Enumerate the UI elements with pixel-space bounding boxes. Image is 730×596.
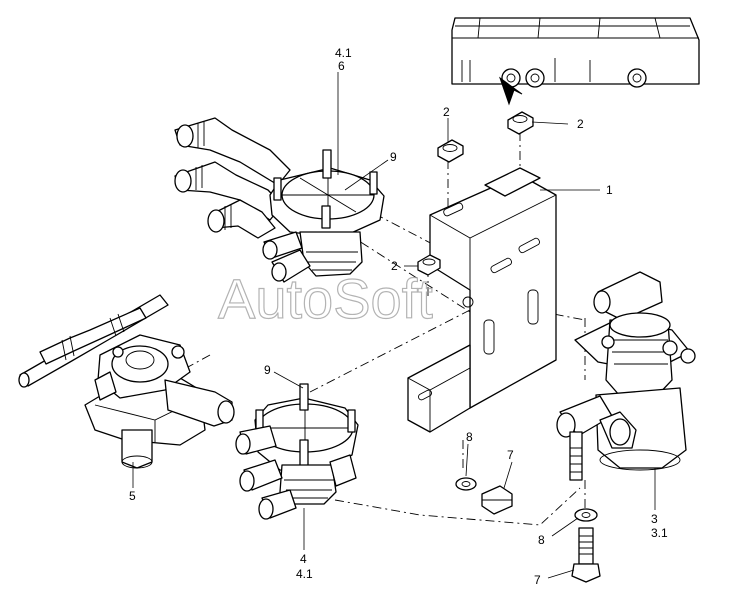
bracket-part-1 [407, 167, 557, 433]
nut-part-2-left [437, 139, 464, 163]
valve-part-5 [18, 294, 235, 469]
callout-label: 4 [300, 552, 307, 566]
callout-label: 7 [507, 448, 514, 462]
valve-assembly-top [174, 117, 385, 283]
bus-location-thumbnail [451, 17, 700, 106]
callout-label: 4.1 [296, 567, 313, 581]
nut-part-2-middle [417, 254, 441, 276]
callout-label: 3.1 [651, 526, 668, 540]
leader-lines [132, 72, 656, 579]
assembly-lines [99, 132, 586, 526]
callout-label: 4.1 [335, 46, 352, 60]
callout-label: 7 [534, 573, 541, 587]
bolt-part-7-right [571, 527, 601, 583]
valve-part-3 [556, 271, 696, 481]
callout-label: 5 [129, 489, 136, 503]
nut-part-2-right [507, 111, 534, 135]
callout-label: 1 [606, 183, 613, 197]
bolt-part-7-left [481, 485, 513, 515]
callout-label: 9 [390, 150, 397, 164]
callout-label: 2 [443, 105, 450, 119]
callout-label: 3 [651, 512, 658, 526]
washer-part-8-right [574, 508, 598, 522]
callout-label: 8 [466, 430, 473, 444]
callout-label: 8 [538, 533, 545, 547]
callout-label: 2 [391, 259, 398, 273]
washer-part-8-left [455, 477, 477, 491]
watermark: AutoSoft [218, 267, 433, 330]
valve-assembly-bottom [235, 383, 359, 520]
callout-label: 2 [577, 117, 584, 131]
callout-label: 6 [338, 59, 345, 73]
callout-label: 9 [264, 363, 271, 377]
